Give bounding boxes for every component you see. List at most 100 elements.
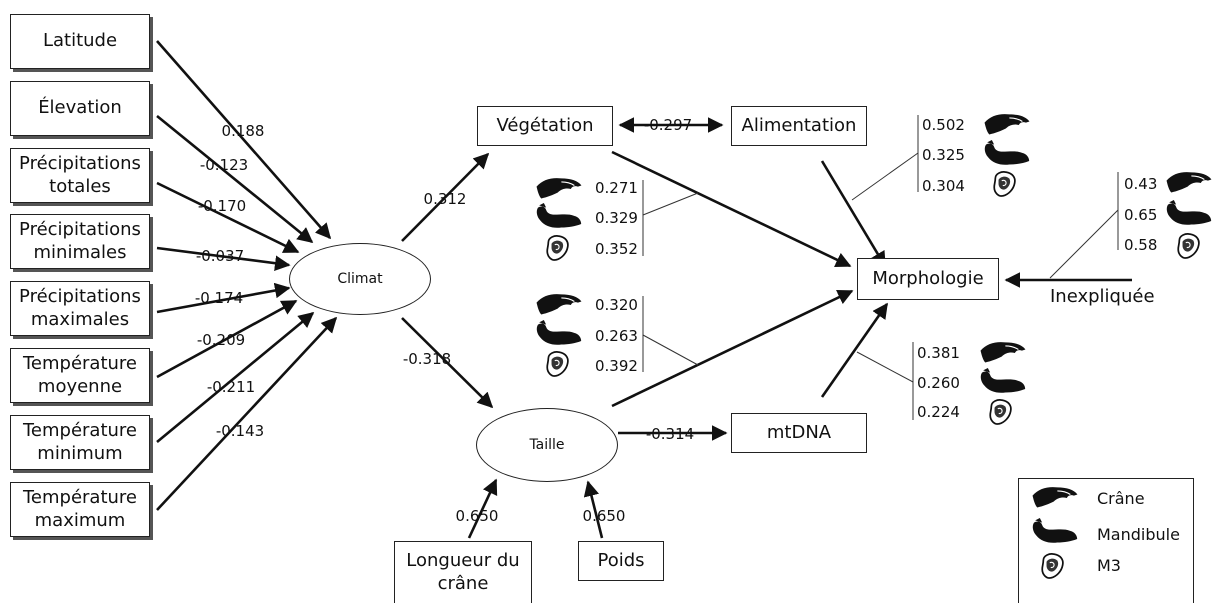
arrow-longueur-taille [467, 478, 498, 539]
mandible-icon [980, 368, 1026, 393]
tooth-icon [993, 171, 1016, 197]
effect-mtdna-mandibule: 0.260 [917, 374, 960, 392]
node-precipitations-maximales: Précipitations maximales [10, 281, 150, 336]
legend-label-crane: Crâne [1097, 489, 1145, 508]
arrow-poids-taille [583, 480, 604, 539]
arrow-vegetation-morphologie [611, 150, 852, 268]
node-inexpliquee: Inexpliquée [1050, 286, 1155, 307]
bracket-connector-taille [642, 334, 699, 366]
bracket-connector-inexpliquee [1049, 209, 1119, 279]
arrow-temp-moyenne-climat [156, 299, 298, 379]
effect-inexpliquee-mandibule: 0.65 [1124, 206, 1158, 224]
bracket-connector-alimentation [851, 152, 919, 201]
arrow-climat-taille [401, 317, 494, 409]
node-label: Taille [529, 437, 565, 453]
node-vegetation: Végétation [477, 106, 613, 146]
effect-taille-m3: 0.392 [595, 357, 638, 375]
arrow-latitude-climat [156, 40, 332, 240]
node-label: Morphologie [872, 267, 984, 289]
node-poids: Poids [578, 541, 664, 581]
skull-icon [983, 113, 1031, 136]
arrow-elevation-climat [156, 114, 314, 244]
node-label: mtDNA [766, 421, 832, 443]
node-label: Précipitations totales [19, 153, 141, 197]
effect-inexpliquee-m3: 0.58 [1124, 236, 1158, 254]
effect-alimentation-m3: 0.304 [922, 177, 965, 195]
node-label: Température maximum [22, 487, 138, 531]
tooth-icon [1177, 233, 1200, 259]
node-longueur-du-crane: Longueur du crâne [394, 541, 532, 603]
coef-prec-totales: -0.170 [197, 197, 247, 215]
arrow-temp-maximum-climat [156, 316, 338, 511]
coef-taille-mtdna: -0.314 [645, 425, 695, 443]
effect-mtdna-m3: 0.224 [917, 403, 960, 421]
skull-icon [979, 341, 1027, 364]
tooth-icon [546, 351, 569, 377]
node-label: Température moyenne [22, 353, 138, 397]
legend-label-mandibule: Mandibule [1097, 525, 1180, 544]
tooth-icon [546, 235, 569, 261]
mandible-icon [536, 320, 582, 345]
coef-temp-maximum: -0.143 [215, 422, 265, 440]
coef-elevation: -0.123 [199, 156, 249, 174]
bracket-connector-vegetation [642, 192, 699, 216]
effect-alimentation-mandibule: 0.325 [922, 146, 965, 164]
node-taille: Taille [476, 408, 618, 482]
effect-mtdna-crane: 0.381 [917, 344, 960, 362]
mandible-icon [984, 140, 1030, 165]
node-latitude: Latitude [10, 14, 150, 69]
node-label: Précipitations minimales [19, 219, 141, 263]
node-label: Élevation [38, 97, 122, 119]
coef-poids-taille: 0.650 [582, 507, 626, 525]
coef-temp-minimum: -0.211 [206, 378, 256, 396]
bracket-connector-mtdna [856, 351, 914, 383]
coef-climat-vegetation: 0.312 [423, 190, 467, 208]
legend: Crâne Mandibule M3 [1018, 478, 1194, 603]
node-morphologie: Morphologie [857, 258, 999, 300]
arrow-taille-morphologie [611, 289, 854, 408]
arrow-alimentation-morphologie [820, 160, 887, 268]
arrow-prec-minimales-climat [156, 246, 291, 271]
coef-latitude: 0.188 [221, 122, 265, 140]
mandible-icon [1166, 200, 1212, 225]
node-label: Longueur du crâne [406, 550, 520, 594]
node-label: Climat [337, 271, 383, 287]
arrow-climat-vegetation [401, 152, 490, 242]
node-label: Poids [597, 549, 645, 571]
effect-vegetation-m3: 0.352 [595, 240, 638, 258]
effect-alimentation-crane: 0.502 [922, 116, 965, 134]
node-precipitations-minimales: Précipitations minimales [10, 214, 150, 269]
arrow-prec-totales-climat [156, 181, 300, 254]
skull-icon [535, 177, 583, 200]
mandible-icon [536, 203, 582, 228]
effect-vegetation-crane: 0.271 [595, 179, 638, 197]
node-label: Végétation [496, 114, 594, 136]
coef-vegetation-alimentation: -0.297 [643, 116, 693, 134]
node-mtdna: mtDNA [731, 413, 867, 453]
node-temperature-minimum: Température minimum [10, 415, 150, 470]
arrow-prec-maximales-climat [156, 282, 291, 314]
coef-prec-minimales: -0.037 [195, 247, 245, 265]
coef-prec-maximales: -0.174 [194, 289, 244, 307]
effect-vegetation-mandibule: 0.329 [595, 209, 638, 227]
effect-taille-mandibule: 0.263 [595, 327, 638, 345]
coef-longueur-taille: 0.650 [455, 507, 499, 525]
tooth-icon [989, 399, 1012, 425]
coef-climat-taille: -0.318 [402, 350, 452, 368]
arrow-mtdna-morphologie [820, 302, 889, 398]
effect-taille-crane: 0.320 [595, 296, 638, 314]
node-temperature-moyenne: Température moyenne [10, 348, 150, 403]
node-label: Précipitations maximales [19, 286, 141, 330]
arrow-temp-minimum-climat [156, 311, 315, 444]
node-label: Température minimum [22, 420, 138, 464]
coef-temp-moyenne: -0.209 [196, 331, 246, 349]
node-label: Latitude [42, 30, 118, 52]
skull-icon [1165, 171, 1213, 194]
node-precipitations-totales: Précipitations totales [10, 148, 150, 203]
effect-inexpliquee-crane: 0.43 [1124, 175, 1158, 193]
legend-label-m3: M3 [1097, 556, 1121, 575]
node-label: Alimentation [741, 114, 857, 136]
skull-icon [535, 293, 583, 316]
node-temperature-maximum: Température maximum [10, 482, 150, 537]
